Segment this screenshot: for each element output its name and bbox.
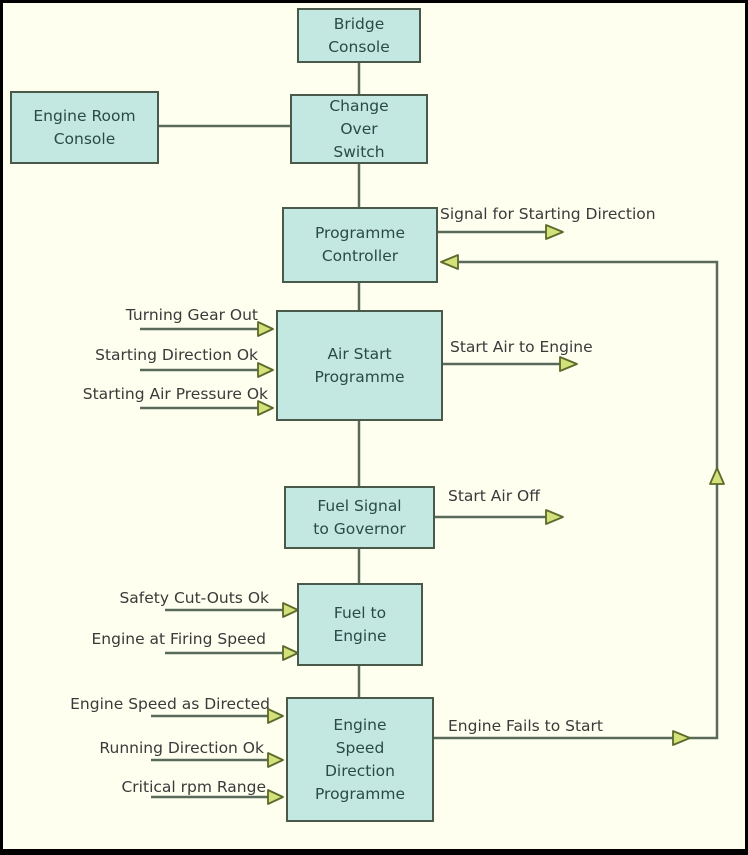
label-signal-starting-direction: Signal for Starting Direction xyxy=(440,205,656,223)
label-input-speed-directed: Engine Speed as Directed xyxy=(70,695,270,713)
connector-layer xyxy=(140,62,725,805)
arrow-icon-feedback-to-controller xyxy=(440,254,459,270)
arrow-icon-running-direction xyxy=(267,752,284,768)
label-input-firing-speed: Engine at Firing Speed xyxy=(91,630,266,648)
arrow-icon-firing-speed xyxy=(282,645,299,661)
label-input-critical-rpm: Critical rpm Range xyxy=(121,778,266,796)
arrow-icon-start-air-off xyxy=(545,509,564,525)
arrow-icon-start-air-to-engine xyxy=(559,356,578,372)
label-start-air-to-engine: Start Air to Engine xyxy=(450,338,593,356)
box-fuel-signal-to-governor: Fuel Signal to Governor xyxy=(284,486,435,549)
diagram-canvas: Bridge Console Engine Room Console Chang… xyxy=(3,3,745,849)
label-input-turning-gear: Turning Gear Out xyxy=(125,306,258,324)
label-input-starting-direction: Starting Direction Ok xyxy=(95,346,258,364)
label-engine-fails-to-start: Engine Fails to Start xyxy=(448,717,604,735)
arrow-icon-feedback-up xyxy=(709,467,725,485)
label-input-air-pressure: Starting Air Pressure Ok xyxy=(82,385,268,403)
arrow-icon-speed-directed xyxy=(267,708,284,724)
label-start-air-off: Start Air Off xyxy=(448,487,540,505)
arrow-icon-signal-starting-direction xyxy=(545,224,564,240)
arrow-icon-turning-gear xyxy=(257,321,274,337)
label-input-safety-cutouts: Safety Cut-Outs Ok xyxy=(119,589,269,607)
box-change-over-switch: Change Over Switch xyxy=(290,94,428,164)
box-engine-room-console: Engine Room Console xyxy=(10,91,159,164)
arrow-icon-air-pressure xyxy=(257,400,274,416)
arrow-icon-engine-fails xyxy=(672,730,691,746)
arrow-icon-safety-cutouts xyxy=(282,602,299,618)
box-air-start-programme: Air Start Programme xyxy=(276,310,443,421)
box-programme-controller: Programme Controller xyxy=(282,207,438,283)
label-input-running-direction: Running Direction Ok xyxy=(99,739,264,757)
arrow-icon-critical-rpm xyxy=(267,789,284,805)
box-fuel-to-engine: Fuel to Engine xyxy=(297,583,423,666)
arrow-icon-starting-direction xyxy=(257,362,274,378)
box-bridge-console: Bridge Console xyxy=(297,8,421,63)
box-engine-speed-direction-programme: Engine Speed Direction Programme xyxy=(286,697,434,822)
feedback-loop-line xyxy=(451,260,719,740)
